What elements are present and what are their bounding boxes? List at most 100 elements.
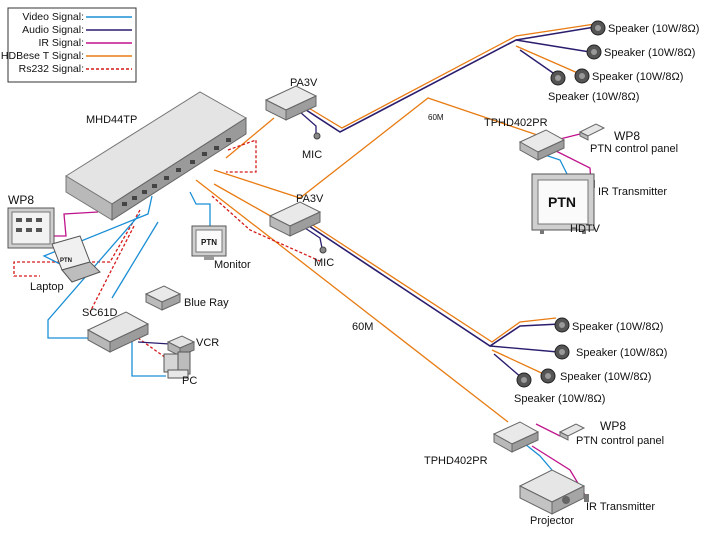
speaker-bottom-3-label: Speaker (10W/8Ω) bbox=[560, 371, 651, 383]
ir-tx-bottom-label: IR Transmitter bbox=[586, 501, 655, 513]
rs232-wp8 bbox=[13, 209, 141, 277]
legend-audio-label: Audio Signal: bbox=[22, 24, 84, 36]
hdtv: PTN HDTV bbox=[531, 173, 601, 235]
speaker-bottom-4: Speaker (10W/8Ω) bbox=[514, 372, 605, 405]
monitor: PTN Monitor bbox=[191, 225, 251, 271]
pc: PC bbox=[163, 351, 197, 387]
orange-speaker-top-1 bbox=[301, 23, 596, 129]
ir-wp8-bottom bbox=[535, 423, 561, 437]
wp8-top-label: WP8 bbox=[614, 129, 640, 143]
wp8-left-panel: WP8 bbox=[7, 193, 55, 249]
speaker-top-2: Speaker (10W/8Ω) bbox=[586, 44, 695, 60]
rs232-sc61d bbox=[89, 225, 135, 313]
legend-video-label: Video Signal: bbox=[22, 11, 84, 23]
speaker-top-2-label: Speaker (10W/8Ω) bbox=[604, 47, 695, 59]
bluray-player: Blue Ray bbox=[144, 285, 229, 311]
vcr: VCR bbox=[166, 335, 219, 357]
orange-speaker-bottom-1 bbox=[301, 217, 557, 343]
tphd402pr-top: TPHD402PR bbox=[484, 117, 566, 161]
audio-speaker-bottom-4 bbox=[493, 353, 523, 379]
rs232-pa3v-mid bbox=[211, 195, 323, 263]
ptn-panel-top-label: PTN control panel bbox=[590, 143, 678, 155]
wp8-bottom-label: WP8 bbox=[600, 419, 626, 433]
mic-mid-label: MIC bbox=[314, 257, 334, 269]
audio-vcr bbox=[137, 341, 171, 345]
rs232-pa3v-top bbox=[226, 139, 257, 173]
laptop-screen-text: PTN bbox=[60, 258, 72, 264]
pa3v-top-label: PA3V bbox=[290, 77, 318, 89]
wp8-left-label: WP8 bbox=[8, 193, 34, 207]
projector-label: Projector bbox=[530, 515, 574, 527]
tphd-top-label: TPHD402PR bbox=[484, 117, 548, 129]
mic-mid: MIC bbox=[314, 246, 334, 269]
sc61d-label: SC61D bbox=[82, 307, 118, 319]
speaker-bottom-2: Speaker (10W/8Ω) bbox=[554, 344, 667, 360]
orange-speaker-top-3 bbox=[515, 45, 581, 75]
vcr-label: VCR bbox=[196, 337, 219, 349]
ir-transmitter-bottom: IR Transmitter bbox=[584, 494, 655, 513]
audio-speaker-top-4 bbox=[519, 49, 557, 76]
projector: Projector bbox=[518, 469, 586, 527]
speaker-bottom-4-label: Speaker (10W/8Ω) bbox=[514, 393, 605, 405]
mic-top-label: MIC bbox=[302, 149, 322, 161]
sc61d-switcher: SC61D bbox=[82, 307, 150, 353]
audio-speaker-top-2 bbox=[515, 39, 591, 53]
pc-label: PC bbox=[182, 375, 197, 387]
pa3v-mid-amplifier: PA3V bbox=[268, 193, 324, 237]
rs232-vcr bbox=[137, 337, 167, 359]
hdtv-label: HDTV bbox=[570, 223, 601, 235]
wp8-top-panel: WP8 PTN control panel bbox=[578, 123, 678, 155]
speakers-bottom: Speaker (10W/8Ω) Speaker (10W/8Ω) Speake… bbox=[514, 317, 667, 405]
laptop-label: Laptop bbox=[30, 281, 64, 293]
audio-speaker-bottom-1 bbox=[299, 219, 561, 347]
wp8-bottom-panel: WP8 PTN control panel bbox=[558, 419, 664, 447]
laptop: PTN Laptop bbox=[30, 235, 101, 293]
speaker-top-4: Speaker (10W/8Ω) bbox=[548, 70, 639, 103]
ptn-panel-bottom-label: PTN control panel bbox=[576, 435, 664, 447]
tphd-bottom-label: TPHD402PR bbox=[424, 455, 488, 467]
orange-speaker-bottom-3 bbox=[491, 349, 549, 377]
speakers-top: Speaker (10W/8Ω) Speaker (10W/8Ω) Speake… bbox=[548, 20, 699, 103]
speaker-top-1-label: Speaker (10W/8Ω) bbox=[608, 23, 699, 35]
speaker-top-3: Speaker (10W/8Ω) bbox=[574, 68, 683, 84]
tphd402pr-bottom: TPHD402PR bbox=[424, 421, 540, 467]
pa3v-mid-label: PA3V bbox=[296, 193, 324, 205]
legend: Video Signal: Audio Signal: IR Signal: H… bbox=[1, 7, 137, 83]
video-pc bbox=[131, 340, 166, 377]
speaker-bottom-3: Speaker (10W/8Ω) bbox=[540, 368, 651, 384]
video-monitor bbox=[189, 191, 211, 226]
cables bbox=[13, 23, 596, 501]
pa3v-top-amplifier: PA3V bbox=[264, 77, 318, 121]
hdtv-screen-text: PTN bbox=[548, 194, 576, 210]
audio-speaker-bottom-2 bbox=[489, 345, 559, 353]
speaker-top-4-label: Speaker (10W/8Ω) bbox=[548, 91, 639, 103]
mic-top: MIC bbox=[302, 132, 322, 161]
speaker-bottom-1-label: Speaker (10W/8Ω) bbox=[572, 321, 663, 333]
monitor-label: Monitor bbox=[214, 259, 251, 271]
speaker-top-1: Speaker (10W/8Ω) bbox=[590, 20, 699, 36]
legend-hdbaset-label: HDBese T Signal: bbox=[1, 50, 84, 62]
audio-mic-mid bbox=[301, 225, 323, 249]
video-laptop bbox=[42, 195, 153, 265]
cable-length-bottom: 60M bbox=[352, 321, 373, 333]
cable-length-top: 60M bbox=[428, 113, 444, 122]
hdbaset-cable-top bbox=[213, 97, 553, 199]
hdbaset-cable-bottom bbox=[195, 179, 509, 423]
speaker-bottom-2-label: Speaker (10W/8Ω) bbox=[576, 347, 667, 359]
video-matrix-sc61d bbox=[111, 221, 159, 299]
audio-speaker-top-1 bbox=[299, 26, 596, 133]
monitor-screen-text: PTN bbox=[201, 238, 217, 247]
ir-transmitter-top: IR Transmitter bbox=[590, 180, 667, 198]
legend-rs232-label: Rs232 Signal: bbox=[19, 63, 84, 75]
bluray-label: Blue Ray bbox=[184, 297, 229, 309]
speaker-top-3-label: Speaker (10W/8Ω) bbox=[592, 71, 683, 83]
speaker-bottom-1: Speaker (10W/8Ω) bbox=[554, 317, 663, 333]
ir-tx-top-label: IR Transmitter bbox=[598, 186, 667, 198]
audio-mic-top bbox=[299, 111, 317, 134]
hdbaset-cable-pa3v-mid bbox=[213, 183, 275, 219]
legend-ir-label: IR Signal: bbox=[38, 37, 84, 49]
matrix-label: MHD44TP bbox=[86, 114, 137, 126]
hdbaset-cable-pa3v-top bbox=[225, 117, 275, 159]
